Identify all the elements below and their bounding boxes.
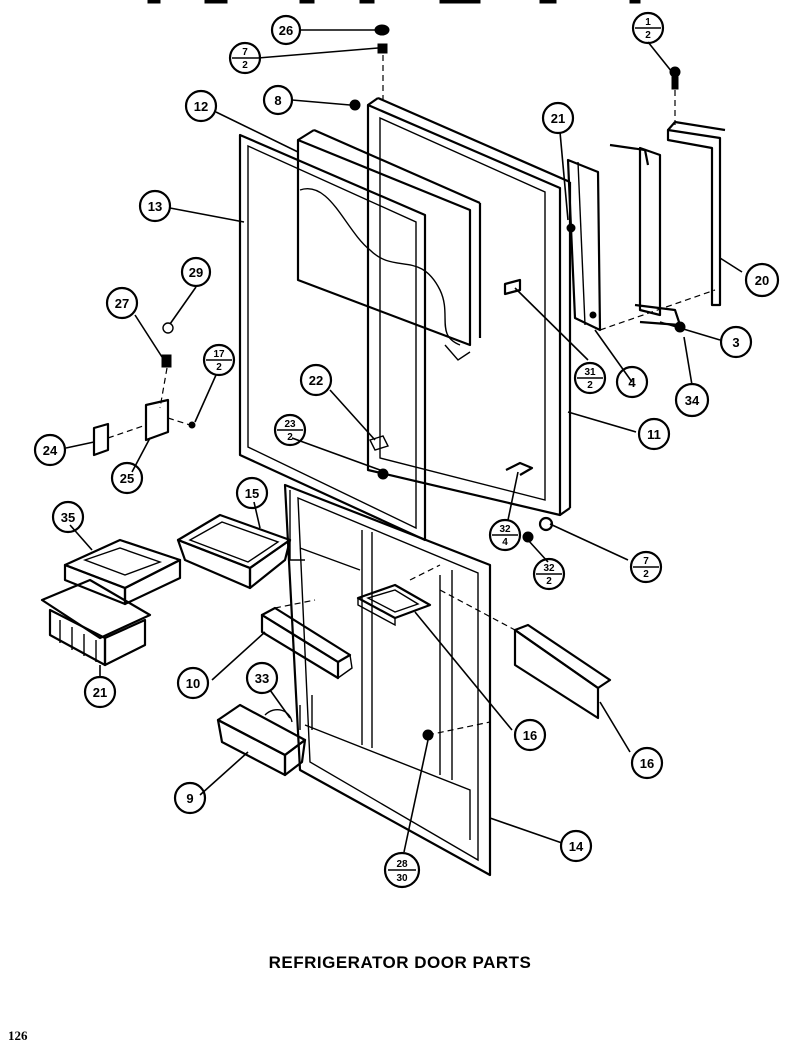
callout-15: 15 [235, 476, 269, 510]
svg-text:21: 21 [93, 685, 107, 700]
callout-32-2: 32 2 [532, 557, 566, 591]
callout-27: 27 [105, 286, 139, 320]
callout-16-mid: 16 [513, 718, 547, 752]
door-shelf-16 [356, 564, 441, 627]
svg-text:2: 2 [242, 60, 248, 71]
callout-12: 12 [184, 89, 218, 123]
svg-text:22: 22 [309, 373, 323, 388]
callout-33: 33 [245, 661, 279, 695]
egg-tray [40, 578, 152, 667]
top-scan-marks [147, 0, 641, 4]
svg-text:23: 23 [284, 419, 296, 430]
callout-29: 29 [180, 256, 212, 288]
svg-text:2: 2 [216, 362, 222, 373]
panel-fasteners [369, 278, 554, 543]
svg-text:11: 11 [647, 427, 661, 442]
svg-text:4: 4 [502, 537, 508, 548]
svg-text:17: 17 [213, 349, 225, 360]
leader-lines [65, 29, 743, 853]
door-handle-bar [566, 158, 602, 332]
callout-13: 13 [138, 189, 172, 223]
callout-28-30: 28 30 [383, 851, 421, 889]
callout-21-bottom: 21 [83, 675, 117, 709]
svg-text:10: 10 [186, 676, 200, 691]
butter-compartment [63, 538, 182, 606]
door-gasket [238, 133, 427, 542]
callout-23-2: 23 2 [273, 413, 307, 447]
callout-16-right: 16 [630, 746, 664, 780]
svg-text:2: 2 [645, 30, 651, 41]
svg-text:15: 15 [245, 486, 259, 501]
svg-text:12: 12 [194, 99, 208, 114]
svg-text:14: 14 [569, 839, 584, 854]
svg-text:31: 31 [584, 367, 596, 378]
door-shelf-10 [260, 599, 353, 680]
svg-text:2: 2 [546, 576, 552, 587]
lower-door-liner [283, 483, 492, 877]
callout-7-2-right: 7 2 [629, 550, 663, 584]
svg-text:34: 34 [685, 393, 700, 408]
callout-31-2: 31 2 [573, 361, 607, 395]
page-number: 126 [8, 1028, 28, 1043]
svg-text:7: 7 [643, 556, 649, 567]
svg-text:21: 21 [551, 111, 565, 126]
callout-8: 8 [262, 84, 294, 116]
svg-text:35: 35 [61, 510, 75, 525]
svg-text:32: 32 [499, 524, 511, 535]
callout-26: 26 [270, 14, 302, 46]
dairy-bin [176, 513, 292, 590]
inner-door-liner [296, 128, 482, 361]
left-hinge-parts [92, 322, 196, 457]
svg-text:13: 13 [148, 199, 162, 214]
svg-text:3: 3 [732, 335, 739, 350]
outer-door-panel [366, 96, 572, 517]
bottom-door-bin [216, 695, 313, 777]
svg-text:16: 16 [523, 728, 537, 743]
svg-text:4: 4 [628, 375, 636, 390]
hinge-assembly [599, 66, 726, 333]
svg-text:32: 32 [543, 563, 555, 574]
svg-text:16: 16 [640, 756, 654, 771]
svg-text:9: 9 [186, 791, 193, 806]
svg-text:29: 29 [189, 265, 203, 280]
callout-4: 4 [615, 365, 649, 399]
svg-text:1: 1 [645, 17, 651, 28]
callout-34: 34 [674, 382, 710, 418]
callout-1-2: 1 2 [631, 11, 665, 45]
svg-text:20: 20 [755, 273, 769, 288]
callout-35: 35 [51, 500, 85, 534]
callout-17-2: 17 2 [202, 343, 236, 377]
callout-14: 14 [559, 829, 593, 863]
svg-text:30: 30 [396, 873, 408, 884]
callout-24: 24 [33, 433, 67, 467]
callout-9: 9 [173, 781, 207, 815]
diagram-caption: REFRIGERATOR DOOR PARTS [268, 953, 532, 972]
callout-11: 11 [637, 417, 671, 451]
callout-20: 20 [744, 262, 780, 298]
callout-7-2-top: 7 2 [228, 41, 262, 75]
svg-text:2: 2 [287, 432, 293, 443]
svg-text:28: 28 [396, 859, 408, 870]
svg-text:27: 27 [115, 296, 129, 311]
top-small-parts [349, 24, 390, 111]
svg-text:26: 26 [279, 23, 293, 38]
svg-text:24: 24 [43, 443, 58, 458]
svg-text:8: 8 [274, 93, 281, 108]
svg-text:7: 7 [242, 47, 248, 58]
callout-25: 25 [110, 461, 144, 495]
callout-3: 3 [719, 325, 753, 359]
svg-text:33: 33 [255, 671, 269, 686]
callout-21-top: 21 [541, 101, 575, 135]
callout-10: 10 [176, 666, 210, 700]
callout-22: 22 [299, 363, 333, 397]
side-trim-strip [439, 589, 612, 720]
svg-text:2: 2 [587, 380, 593, 391]
svg-text:25: 25 [120, 471, 134, 486]
callout-32-4: 32 4 [488, 518, 522, 552]
svg-text:2: 2 [643, 569, 649, 580]
fastener-28-30 [422, 721, 491, 741]
